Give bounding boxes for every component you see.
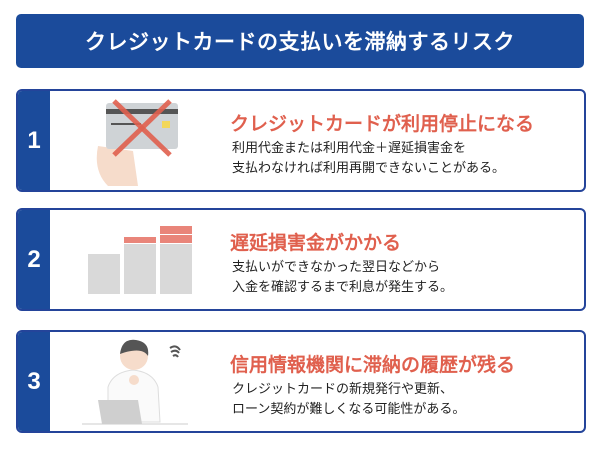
risk-description: 支払いができなかった翌日などから 入金を確認するまで利息が発生する。 [232, 258, 453, 298]
risk-number: 2 [18, 210, 50, 309]
risk-card-2: 2 遅延損害金がかかる 支払いができなかった翌日などから 入金を確認するまで利息… [16, 208, 586, 311]
increasing-bar-icon [88, 226, 192, 294]
risk-card-1: 1 クレジットカードが利用停止になる 利用代金または利用代金＋遅延損害金を 支払… [16, 89, 586, 192]
risk-heading: 信用情報機関に滞納の履歴が残る [230, 354, 516, 376]
bar-3-interest-b [160, 235, 192, 243]
bar-2-interest [124, 237, 156, 243]
bar-3 [160, 244, 192, 294]
risk-card-3: 3 信用情報機関に滞納の履歴が残る クレジットカードの新規発行や更新、 ローン契… [16, 330, 586, 433]
worried-person-laptop-icon [82, 339, 188, 425]
page-title: クレジットカードの支払いを滞納するリスク [16, 14, 584, 68]
description-line: 支払わなければ利用再開できないことがある。 [232, 161, 506, 176]
risk-heading: 遅延損害金がかかる [230, 232, 402, 254]
crossed-credit-card-icon [96, 99, 178, 186]
risk-description: クレジットカードの新規発行や更新、 ローン契約が難しくなる可能性がある。 [232, 380, 465, 420]
risk-description: 利用代金または利用代金＋遅延損害金を 支払わなければ利用再開できないことがある。 [232, 139, 505, 179]
description-line: ローン契約が難しくなる可能性がある。 [232, 402, 466, 417]
description-line: クレジットカードの新規発行や更新、 [232, 382, 454, 397]
description-line: 支払いができなかった翌日などから [232, 260, 441, 275]
description-line: 入金を確認するまで利息が発生する。 [232, 280, 454, 295]
bar-3-interest-a [160, 226, 192, 234]
bar-2 [124, 244, 156, 294]
risk-heading: クレジットカードが利用停止になる [230, 113, 535, 135]
bar-1 [88, 254, 120, 294]
description-line: 利用代金または利用代金＋遅延損害金を [232, 141, 467, 156]
risk-number: 1 [18, 91, 50, 190]
risk-number: 3 [18, 332, 50, 431]
